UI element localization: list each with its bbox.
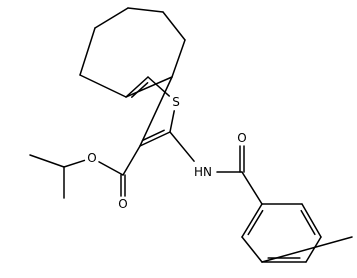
atom-label-o1: O [87, 151, 96, 165]
bond-c7-c1 [79, 74, 127, 98]
bond-c16-c17 [241, 236, 263, 263]
bond-c10-c6 [139, 76, 173, 147]
bond-c12-c13 [29, 154, 65, 168]
atom-label-o2: O [118, 197, 127, 211]
bond-c19-c20 [301, 203, 322, 238]
bond-c5-c6 [171, 39, 186, 78]
bond-c15-c16 [241, 203, 263, 238]
bond-c3-c4 [127, 7, 164, 13]
bond-c15-c16-inner [247, 209, 264, 236]
atom-label-o3: O [237, 131, 246, 145]
bond-c4-c5 [162, 11, 186, 41]
bond-c17-c21 [261, 236, 353, 263]
bond-o1-c12 [63, 159, 86, 168]
bonds-layer [29, 7, 353, 263]
bond-c18-c19 [305, 236, 322, 263]
atom-label-n1: HN [194, 165, 212, 179]
bond-c7-c8-inner [131, 82, 149, 98]
bond-c7-c8 [125, 76, 149, 98]
bond-c14-c15 [241, 171, 263, 205]
bond-c9-c10-inner [141, 129, 165, 142]
atom-label-s1: S [172, 95, 180, 109]
bond-c11-o1 [98, 161, 124, 176]
bond-c19-c20-inner [300, 209, 316, 236]
bond-c9-n1 [169, 131, 195, 162]
bond-c6-c7 [125, 76, 173, 98]
bond-c9-c10 [139, 131, 171, 147]
bond-c8-s1 [147, 76, 171, 97]
bond-s1-c9 [169, 110, 175, 133]
atom-labels-layer: S O O HN O [87, 95, 246, 211]
bond-c10-c11 [122, 145, 141, 176]
bond-c2-c3 [94, 7, 129, 29]
bond-c1-c2 [79, 27, 96, 76]
